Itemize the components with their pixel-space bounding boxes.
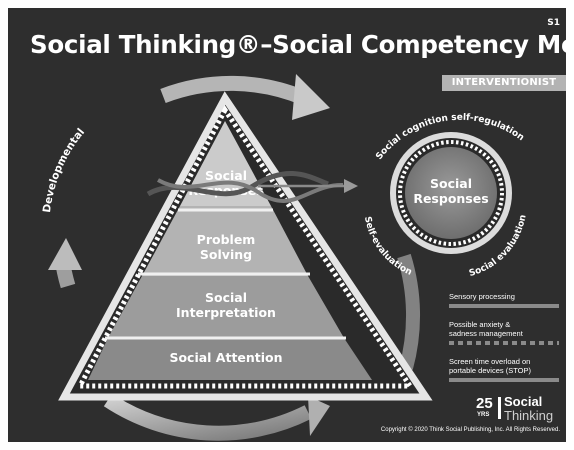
legend-label: sadness management [449, 329, 523, 338]
legend-label: Sensory processing [449, 292, 515, 301]
legend-item: Sensory processing [449, 292, 559, 308]
logo-brand-line1: Social [504, 394, 543, 409]
social-thinking-logo: 25 YRS Social Thinking [476, 394, 566, 425]
page-title: Social Thinking®–Social Competency Model [30, 30, 566, 59]
legend-item: Screen time overload on portable devices… [449, 357, 559, 382]
logo-yrs: YRS [477, 412, 490, 418]
level-label-line2: Solving [200, 247, 252, 262]
level-social-attention [88, 338, 372, 380]
logo-years: 25 [476, 395, 493, 412]
legend-label: Possible anxiety & [449, 320, 511, 329]
level-problem-solving [142, 206, 308, 276]
social-responses-circle [390, 132, 512, 254]
arrowhead-bottom [308, 396, 330, 436]
level-label-line1: Problem [197, 232, 256, 247]
slide: Social Thinking®–Social Competency Model… [8, 8, 566, 442]
connector-arrow [146, 170, 358, 203]
competency-diagram: Developmental Social Responses Problem S… [41, 74, 529, 441]
level-label-line2: Interpretation [176, 305, 276, 320]
logo-divider [498, 397, 501, 419]
circle-label-line1: Social [430, 176, 472, 191]
interventionist-badge: INTERVENTIONIST [442, 75, 566, 91]
slide-number: S1 [547, 18, 560, 28]
circle-label-line2: Responses [413, 191, 488, 206]
developmental-label: Developmental [41, 126, 87, 213]
level-social-interpretation [108, 276, 344, 338]
developmental-cycle-arrows [48, 74, 421, 441]
legend-bar-dotted [449, 341, 559, 345]
copyright-notice: Copyright © 2020 Think Social Publishing… [380, 427, 560, 433]
arrowhead-right [344, 179, 358, 193]
arrowhead-left [48, 238, 82, 270]
logo-brand-line2: Thinking [504, 408, 554, 423]
arrowhead-top [292, 74, 330, 120]
level-label-line1: Social [205, 168, 247, 183]
legend-bar-solid [449, 378, 559, 382]
level-label-line1: Social Attention [169, 350, 282, 365]
legend-label: Screen time overload on [449, 357, 531, 366]
pyramid [58, 91, 433, 401]
legend-label: portable devices (STOP) [449, 366, 531, 375]
legend-bar-solid [449, 304, 559, 308]
level-label-line1: Social [205, 290, 247, 305]
legend-item: Possible anxiety & sadness management [449, 320, 559, 345]
